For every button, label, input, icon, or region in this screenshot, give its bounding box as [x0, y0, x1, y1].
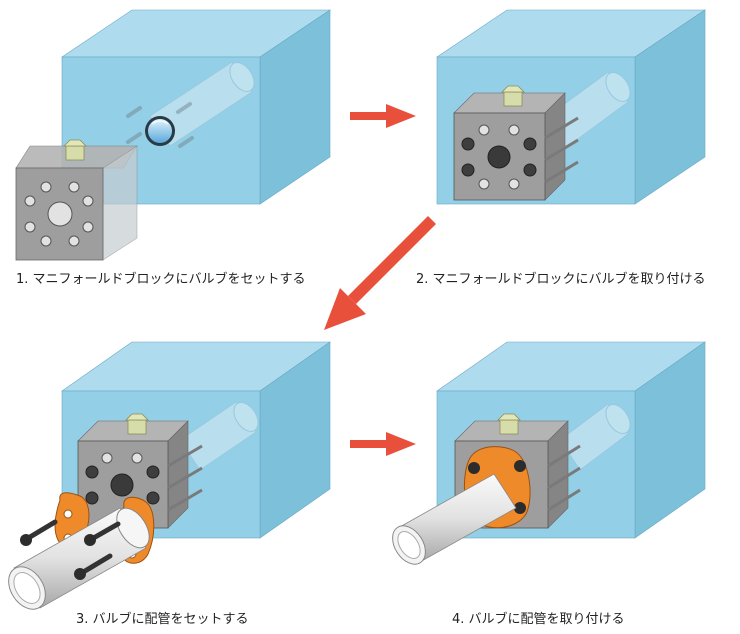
step-4-caption: 4. バルブに配管を取り付ける	[452, 612, 625, 627]
valve-block	[77, 420, 203, 529]
valve-stem	[125, 413, 149, 435]
valve-block	[15, 145, 138, 261]
valve-block	[453, 92, 579, 201]
step-2-caption: 2. マニフォールドブロックにバルブを取り付ける	[416, 272, 706, 287]
step-3-caption: 3. バルブに配管をセットする	[76, 612, 249, 627]
step-1-illustration	[15, 9, 331, 261]
arrow-step-3-to-4	[350, 432, 416, 456]
mounting-bolts	[544, 116, 579, 184]
internal-pipe	[179, 401, 259, 471]
internal-pipe	[149, 61, 255, 147]
valve-bolt-holes	[24, 181, 94, 247]
mounting-bolts	[547, 444, 581, 512]
port-opening	[145, 116, 175, 146]
pipe	[8, 507, 150, 610]
valve-stem	[501, 85, 525, 107]
step-3-illustration	[8, 341, 331, 610]
step-1-caption: 1. マニフォールドブロックにバルブをセットする	[16, 272, 306, 287]
internal-pipe	[559, 403, 631, 471]
step-2-illustration	[436, 9, 706, 205]
pipe	[392, 473, 517, 565]
valve-stem	[497, 413, 521, 435]
valve-stem	[63, 139, 87, 161]
arrow-step-2-to-3	[324, 216, 436, 330]
socket-bolt-heads	[461, 137, 537, 177]
flange-bolts	[20, 519, 121, 580]
bolt-holes	[126, 102, 194, 148]
step-4-illustration	[392, 341, 706, 565]
mounting-bolts	[167, 444, 203, 512]
arrow-step-1-to-2	[350, 104, 416, 128]
